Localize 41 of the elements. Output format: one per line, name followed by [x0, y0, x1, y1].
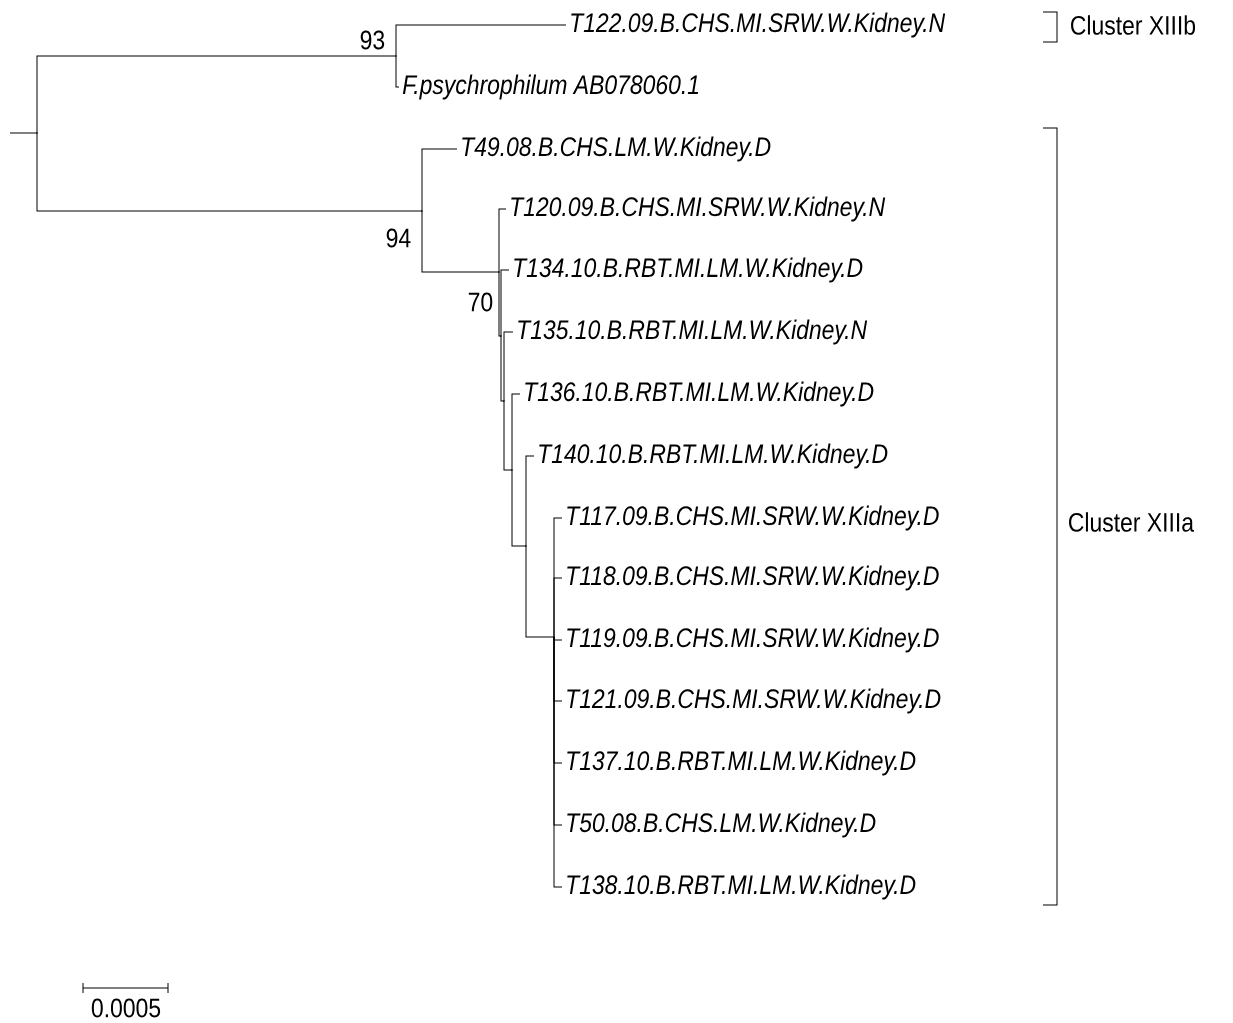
scale-label: 0.0005: [91, 998, 161, 1018]
tree-branch: [498, 208, 507, 273]
tree-branch: [503, 400, 513, 471]
tree-branch: [500, 335, 505, 402]
leaf-label: T135.10.B.RBT.MI.LM.W.Kidney.N: [518, 319, 868, 345]
leaf-label: T49.08.B.CHS.LM.W.Kidney.D: [462, 136, 771, 162]
leaf-label: T50.08.B.CHS.LM.W.Kidney.D: [567, 812, 876, 838]
tree-branch: [500, 269, 510, 337]
tree-branch: [553, 636, 563, 641]
leaf-label: T136.10.B.RBT.MI.LM.W.Kidney.D: [525, 381, 874, 407]
bootstrap-value: 93: [360, 30, 385, 50]
leaf-label: T117.09.B.CHS.MI.SRW.W.Kidney.D: [567, 505, 939, 531]
leaf-label: T121.09.B.CHS.MI.SRW.W.Kidney.D: [567, 688, 941, 714]
leaf-label: F.psychrophilum AB078060.1: [402, 74, 699, 100]
leaf-label: T138.10.B.RBT.MI.LM.W.Kidney.D: [567, 874, 916, 900]
tree-branch: [395, 24, 567, 57]
leaf-label: T120.09.B.CHS.MI.SRW.W.Kidney.N: [511, 196, 886, 222]
leaf-label: T137.10.B.RBT.MI.LM.W.Kidney.D: [567, 750, 916, 776]
tree-branch: [498, 271, 502, 337]
tree-branch: [511, 393, 521, 471]
tree-branch: [36, 132, 423, 212]
leaf-label: T134.10.B.RBT.MI.LM.W.Kidney.D: [514, 257, 863, 283]
leaf-label: T140.10.B.RBT.MI.LM.W.Kidney.D: [539, 443, 888, 469]
tree-branch: [553, 636, 563, 888]
tree-branch: [421, 148, 458, 212]
bootstrap-value: 94: [386, 228, 411, 248]
leaf-label: T122.09.B.CHS.MI.SRW.W.Kidney.N: [571, 12, 946, 38]
tree-branch: [421, 210, 500, 273]
tree-branch: [9, 132, 38, 134]
leaf-label: T119.09.B.CHS.MI.SRW.W.Kidney.D: [567, 627, 939, 653]
tree-branch: [36, 55, 397, 134]
tree-branch: [525, 455, 535, 547]
tree-branch: [395, 55, 400, 88]
tree-branch: [525, 545, 555, 638]
tree-branch: [503, 331, 514, 402]
leaf-label: T118.09.B.CHS.MI.SRW.W.Kidney.D: [567, 565, 939, 591]
tree-branch: [511, 469, 527, 547]
cluster-label: Cluster XIIIa: [1069, 512, 1194, 532]
tree-branch: [553, 577, 563, 638]
cluster-label: Cluster XIIIb: [1071, 15, 1196, 35]
bootstrap-value: 70: [468, 292, 493, 312]
